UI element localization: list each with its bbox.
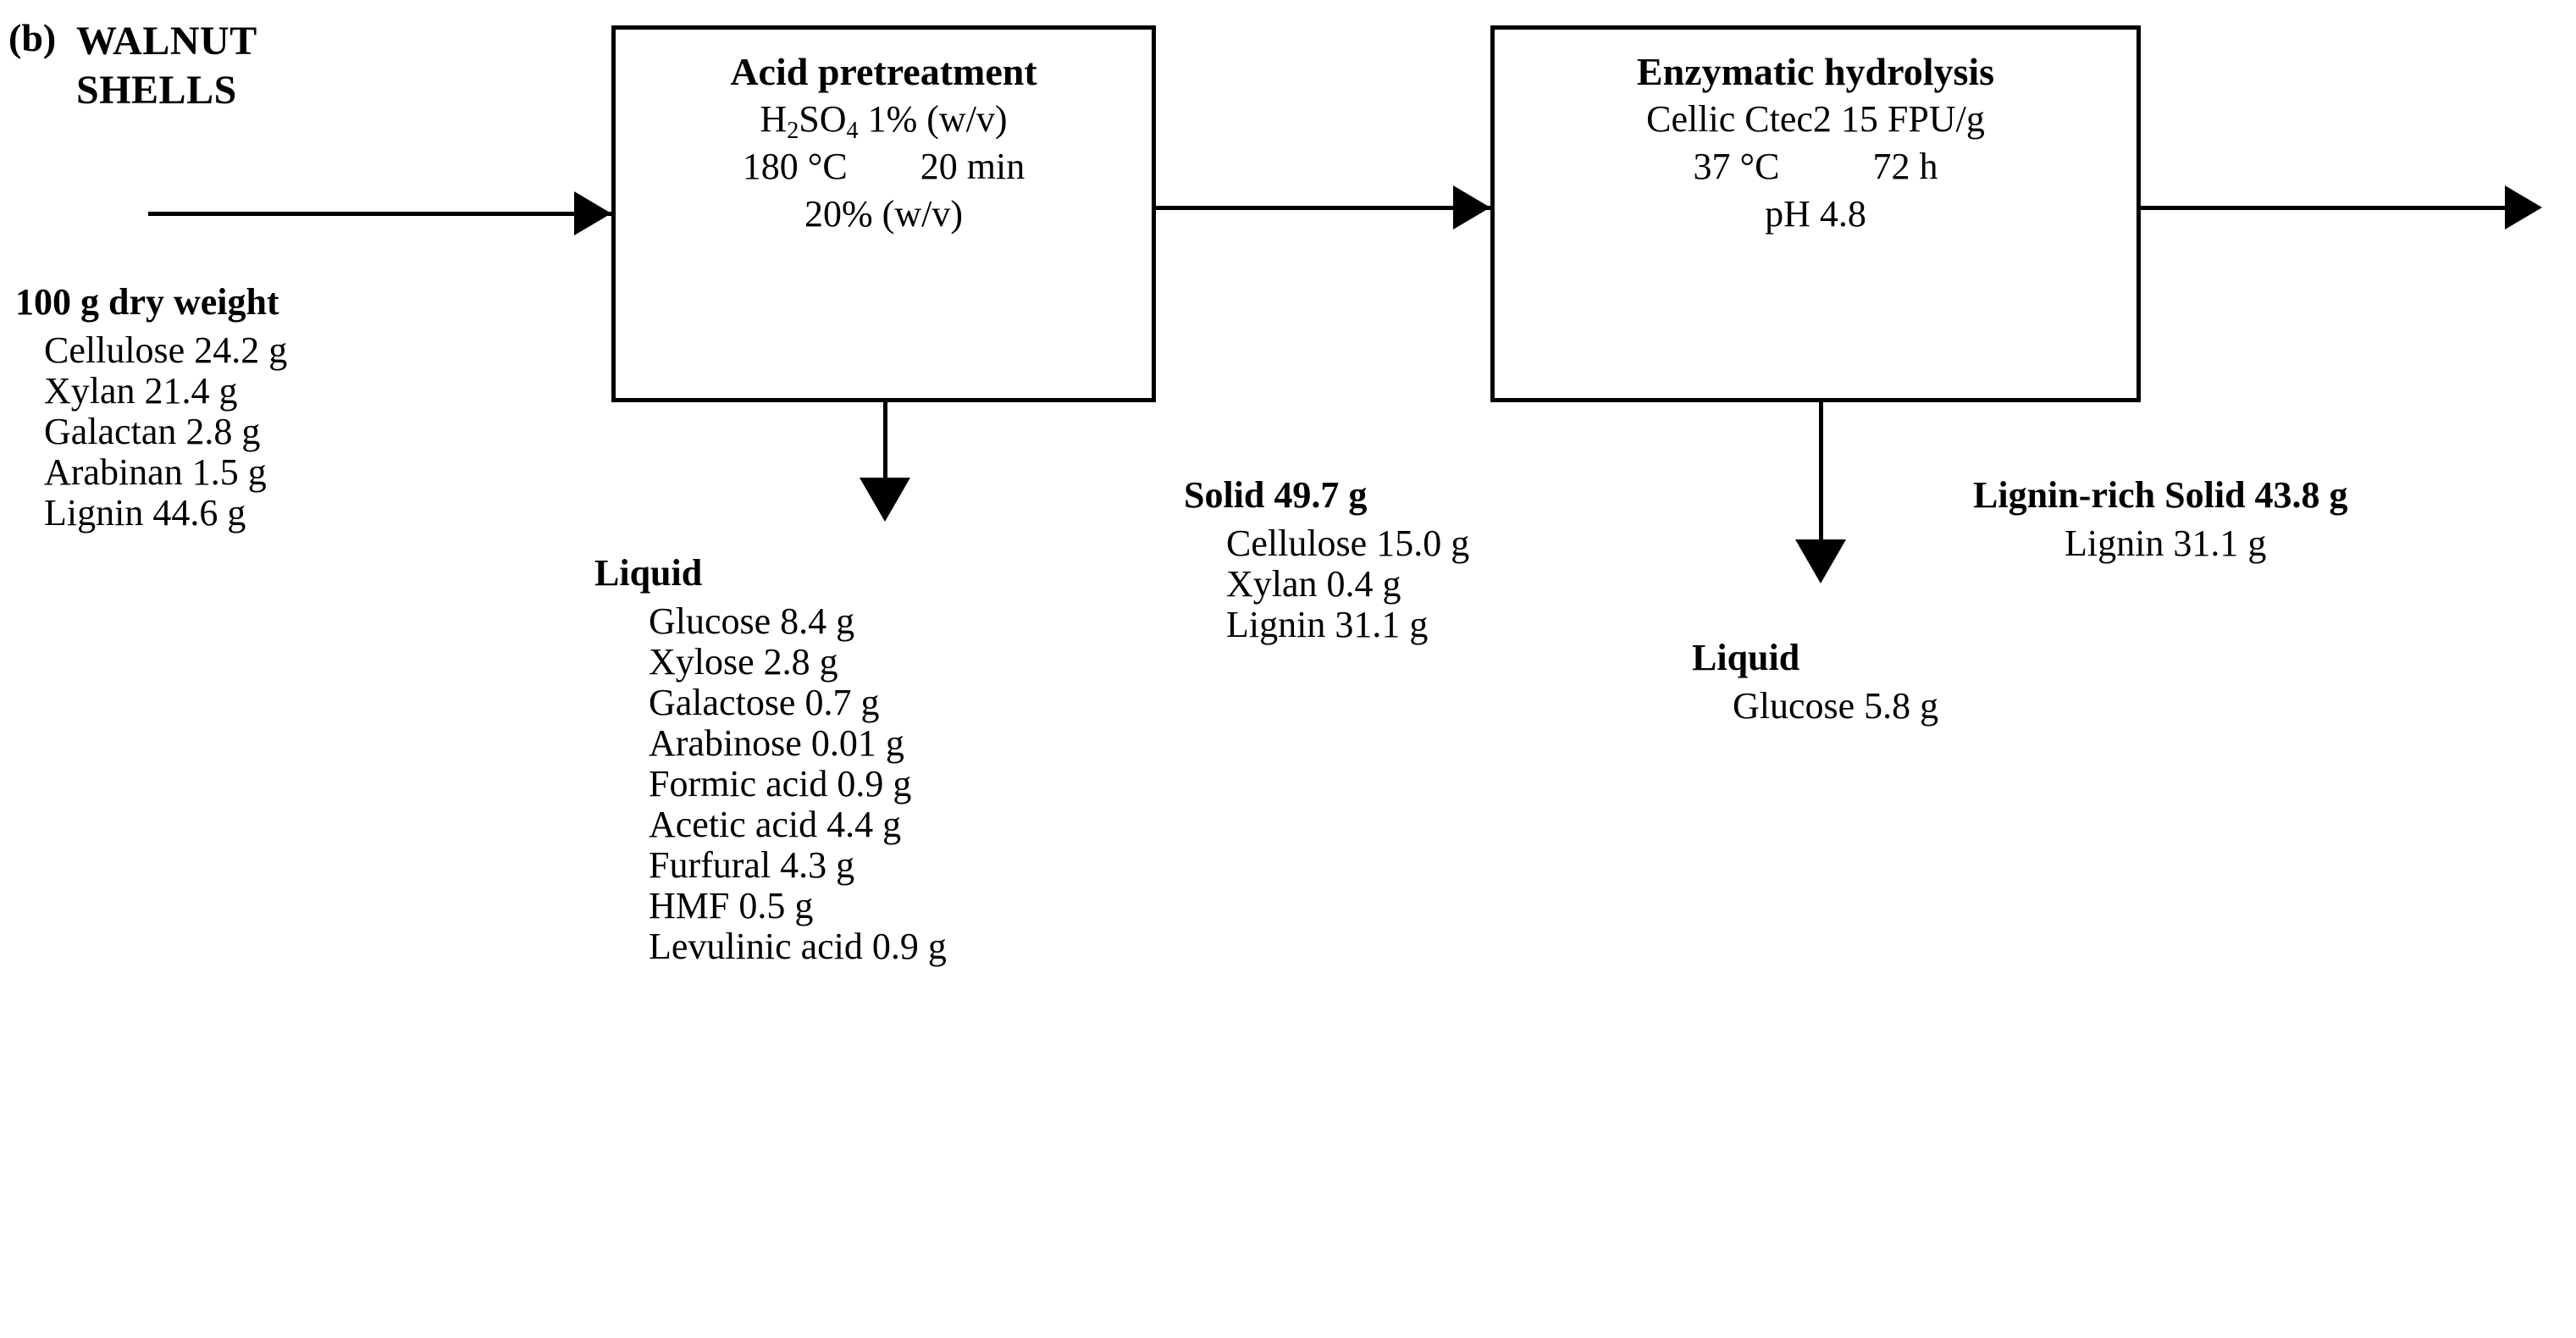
list-item: Formic acid 0.9 g xyxy=(649,763,912,804)
list-item: Lignin 31.1 g xyxy=(1226,604,1429,645)
process-2-time: 72 h xyxy=(1872,146,1938,187)
process-1-reagent: H2SO4 1% (w/v) xyxy=(616,96,1152,143)
list-item: Galactan 2.8 g xyxy=(44,411,261,452)
liquid-2-component-list: Glucose 5.8 g xyxy=(1733,686,1938,727)
outlet-arrow-head xyxy=(2505,185,2542,229)
list-item: Arabinan 1.5 g xyxy=(44,451,267,493)
outlet-arrow-line xyxy=(2141,206,2523,210)
process-2-ph: pH 4.8 xyxy=(1765,193,1866,235)
feed-arrow-head xyxy=(574,191,611,235)
panel-label: (b) xyxy=(8,16,57,59)
list-item: Levulinic acid 0.9 g xyxy=(649,926,947,967)
list-item: Furfural 4.3 g xyxy=(649,844,855,886)
process-1-title: Acid pretreatment xyxy=(730,50,1037,93)
liquid-1-arrow-line xyxy=(883,402,887,480)
process-2-temperature: 37 °C xyxy=(1693,146,1780,187)
list-item: Lignin 31.1 g xyxy=(2065,522,2267,564)
liquid-1-component-list: Glucose 8.4 g Xylose 2.8 g Galactose 0.7… xyxy=(649,601,947,967)
solid-1-heading: Solid 49.7 g xyxy=(1184,474,1368,516)
list-item: Acetic acid 4.4 g xyxy=(649,804,902,845)
list-item: Xylan 21.4 g xyxy=(44,370,238,412)
list-item: Glucose 5.8 g xyxy=(1733,685,1939,727)
feedstock-heading: 100 g dry weight xyxy=(15,281,279,323)
process-1-temperature: 180 °C xyxy=(742,146,848,187)
list-item: Cellulose 15.0 g xyxy=(1226,522,1470,564)
list-item: Cellulose 24.2 g xyxy=(44,329,288,371)
liquid-1-arrow-head xyxy=(860,478,910,522)
feedstock-title: WALNUT SHELLS xyxy=(76,17,257,115)
interstage-arrow-head xyxy=(1453,185,1490,229)
list-item: Glucose 8.4 g xyxy=(649,600,855,642)
process-box-acid-pretreatment[interactable]: Acid pretreatment H2SO4 1% (w/v) 180 °C … xyxy=(611,25,1156,402)
list-item: Xylan 0.4 g xyxy=(1226,563,1401,605)
reagent-formula-so: SO xyxy=(799,98,847,140)
liquid-1-heading: Liquid xyxy=(594,552,703,594)
process-1-time: 20 min xyxy=(920,146,1025,187)
reagent-concentration: 1% (w/v) xyxy=(858,98,1008,140)
lignin-rich-solid-heading: Lignin-rich Solid 43.8 g xyxy=(1973,474,2348,516)
feed-arrow-line xyxy=(148,212,616,216)
list-item: Galactose 0.7 g xyxy=(649,682,880,723)
feedstock-title-line-1: WALNUT xyxy=(76,19,257,64)
process-box-enzymatic-hydrolysis[interactable]: Enzymatic hydrolysis Cellic Ctec2 15 FPU… xyxy=(1490,25,2141,402)
liquid-2-arrow-head xyxy=(1795,539,1846,583)
reagent-formula-sub2: 4 xyxy=(846,117,859,144)
reagent-formula-h: H xyxy=(760,98,788,140)
list-item: Arabinose 0.01 g xyxy=(649,722,904,764)
feedstock-component-list: Cellulose 24.2 g Xylan 21.4 g Galactan 2… xyxy=(44,330,287,534)
process-2-title: Enzymatic hydrolysis xyxy=(1636,50,1995,93)
process-1-conditions-row: 180 °C 20 min xyxy=(616,143,1152,191)
list-item: Xylose 2.8 g xyxy=(649,641,838,683)
process-2-enzyme: Cellic Ctec2 15 FPU/g xyxy=(1646,98,1985,140)
list-item: Lignin 44.6 g xyxy=(44,492,246,534)
liquid-2-heading: Liquid xyxy=(1692,637,1800,678)
process-2-conditions-row: 37 °C 72 h xyxy=(1495,143,2137,191)
reagent-formula-sub1: 2 xyxy=(787,117,799,144)
list-item: HMF 0.5 g xyxy=(649,885,814,926)
solid-1-component-list: Cellulose 15.0 g Xylan 0.4 g Lignin 31.1… xyxy=(1226,523,1469,645)
interstage-arrow-line xyxy=(1156,206,1495,210)
liquid-2-arrow-line xyxy=(1819,402,1823,542)
process-1-solids-loading: 20% (w/v) xyxy=(804,193,963,235)
feedstock-title-line-2: SHELLS xyxy=(76,68,237,113)
lignin-rich-solid-component-list: Lignin 31.1 g xyxy=(2065,523,2266,564)
